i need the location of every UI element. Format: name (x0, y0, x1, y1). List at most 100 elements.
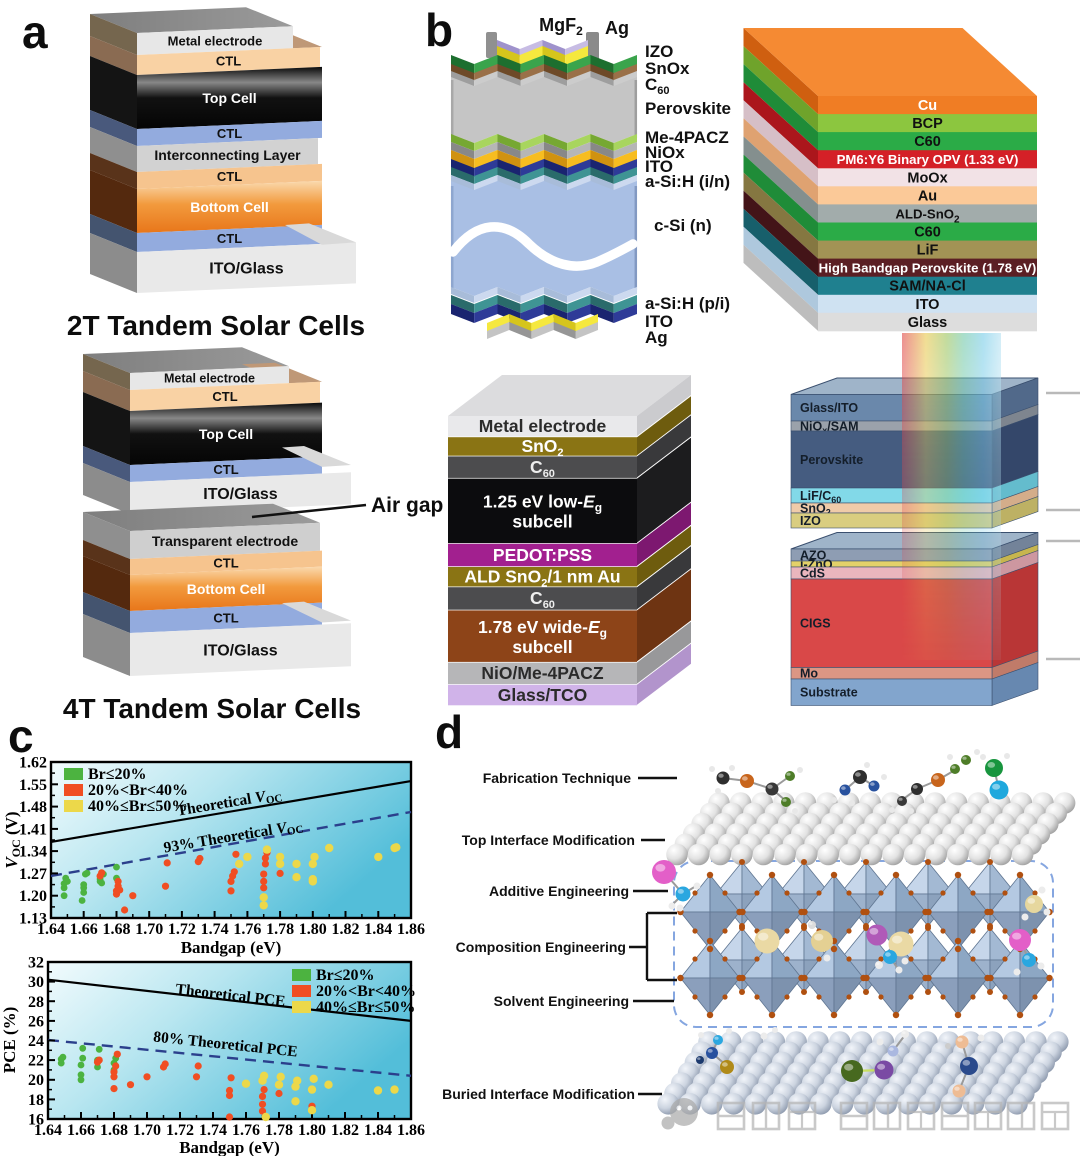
svg-text:Bottom Cell: Bottom Cell (190, 199, 269, 215)
svg-text:Perovskite: Perovskite (800, 453, 863, 467)
svg-text:1.34: 1.34 (19, 844, 47, 861)
svg-text:Air gap: Air gap (371, 494, 443, 517)
svg-text:C60: C60 (645, 75, 670, 97)
svg-text:1.20: 1.20 (19, 888, 47, 905)
svg-text:subcell: subcell (512, 637, 572, 657)
svg-text:1.78: 1.78 (265, 1122, 293, 1139)
svg-text:CTL: CTL (212, 389, 237, 404)
svg-text:1.66: 1.66 (67, 1122, 95, 1139)
svg-text:a: a (22, 6, 48, 58)
svg-text:18: 18 (28, 1092, 44, 1109)
svg-text:Me-4PACZ: Me-4PACZ (645, 128, 729, 147)
svg-text:1.66: 1.66 (70, 921, 98, 938)
svg-text:1.68: 1.68 (100, 1122, 128, 1139)
svg-text:1.76: 1.76 (232, 1122, 260, 1139)
svg-text:1.82: 1.82 (331, 1122, 359, 1139)
svg-text:Glass/TCO: Glass/TCO (498, 685, 587, 705)
svg-text:Top Interface Modification: Top Interface Modification (462, 832, 635, 848)
svg-text:16: 16 (28, 1112, 44, 1129)
svg-text:NiO/Me-4PACZ: NiO/Me-4PACZ (481, 663, 603, 683)
svg-text:Additive Engineering: Additive Engineering (489, 883, 629, 899)
svg-text:High Bandgap Perovskite (1.78: High Bandgap Perovskite (1.78 eV) (819, 261, 1037, 276)
svg-text:26: 26 (28, 1013, 44, 1030)
svg-text:1.74: 1.74 (199, 1122, 227, 1139)
svg-text:NiOx: NiOx (645, 143, 685, 162)
svg-text:PEDOT:PSS: PEDOT:PSS (493, 545, 592, 565)
svg-text:ITO/Glass: ITO/Glass (203, 486, 278, 503)
svg-text:PM6:Y6 Binary OPV (1.33 eV): PM6:Y6 Binary OPV (1.33 eV) (837, 152, 1019, 167)
svg-text:CTL: CTL (213, 462, 238, 477)
svg-text:20%<Br<40%: 20%<Br<40% (88, 782, 188, 799)
svg-text:CIGS: CIGS (800, 617, 831, 631)
svg-text:VOC (V): VOC (V) (2, 811, 23, 868)
svg-text:c-Si (n): c-Si (n) (654, 216, 712, 235)
svg-text:1.80: 1.80 (299, 921, 327, 938)
svg-text:b: b (425, 4, 453, 56)
svg-text:BCP: BCP (912, 116, 943, 132)
svg-text:1.27: 1.27 (19, 866, 47, 883)
svg-text:Br≤20%: Br≤20% (88, 766, 147, 783)
svg-text:d: d (435, 706, 463, 758)
svg-text:1.78 eV wide-Eg: 1.78 eV wide-Eg (478, 617, 607, 640)
svg-text:Metal electrode: Metal electrode (479, 416, 607, 436)
svg-text:1.86: 1.86 (397, 921, 425, 938)
svg-text:C60: C60 (914, 225, 941, 241)
svg-text:1.72: 1.72 (166, 1122, 194, 1139)
svg-text:40%≤Br≤50%: 40%≤Br≤50% (88, 798, 187, 815)
svg-text:AZO: AZO (800, 548, 827, 562)
svg-text:1.82: 1.82 (332, 921, 360, 938)
svg-text:1.13: 1.13 (19, 911, 47, 928)
svg-text:ALD SnO2/1 nm Au: ALD SnO2/1 nm Au (464, 567, 620, 590)
svg-text:1.72: 1.72 (168, 921, 196, 938)
svg-text:Interconnecting Layer: Interconnecting Layer (154, 147, 301, 163)
svg-text:40%≤Br≤50%: 40%≤Br≤50% (316, 999, 415, 1016)
svg-text:Solvent Engineering: Solvent Engineering (494, 993, 629, 1009)
svg-text:LiF: LiF (917, 243, 939, 259)
svg-text:IZO: IZO (800, 514, 821, 528)
svg-text:1.48: 1.48 (19, 799, 47, 816)
svg-text:subcell: subcell (512, 512, 572, 532)
svg-text:ITO/Glass: ITO/Glass (203, 642, 278, 659)
svg-text:SnO2: SnO2 (521, 436, 563, 459)
svg-text:1.74: 1.74 (201, 921, 229, 938)
svg-text:1.68: 1.68 (103, 921, 131, 938)
svg-text:Composition Engineering: Composition Engineering (456, 939, 626, 955)
svg-text:Ag: Ag (645, 328, 668, 347)
svg-text:Glass: Glass (908, 315, 948, 331)
svg-text:2T Tandem Solar Cells: 2T Tandem Solar Cells (67, 310, 365, 341)
svg-text:CTL: CTL (213, 611, 238, 626)
svg-text:Substrate: Substrate (800, 686, 858, 700)
svg-text:CTL: CTL (217, 126, 242, 141)
svg-text:Bandgap (eV): Bandgap (eV) (179, 1138, 280, 1156)
svg-text:1.41: 1.41 (19, 821, 47, 838)
svg-text:ALD-SnO2: ALD-SnO2 (895, 207, 960, 226)
svg-text:C60: C60 (914, 134, 941, 150)
svg-text:1.70: 1.70 (133, 1122, 161, 1139)
svg-text:Metal electrode: Metal electrode (168, 33, 263, 48)
svg-text:1.55: 1.55 (19, 777, 47, 794)
svg-text:1.84: 1.84 (364, 1122, 392, 1139)
svg-text:1.80: 1.80 (298, 1122, 326, 1139)
svg-text:SnOx: SnOx (645, 59, 690, 78)
svg-text:4T Tandem Solar Cells: 4T Tandem Solar Cells (63, 693, 361, 724)
svg-text:Br≤20%: Br≤20% (316, 967, 375, 984)
svg-text:CTL: CTL (217, 231, 242, 246)
svg-text:Metal electrode: Metal electrode (164, 372, 255, 386)
svg-text:Cu: Cu (918, 98, 937, 114)
svg-text:Au: Au (918, 188, 937, 204)
svg-text:Glass/ITO: Glass/ITO (800, 401, 858, 415)
svg-text:Top Cell: Top Cell (202, 90, 256, 106)
svg-text:ITO: ITO (645, 312, 673, 331)
svg-text:a-Si:H (i/n): a-Si:H (i/n) (645, 172, 730, 191)
svg-text:20%<Br<40%: 20%<Br<40% (316, 983, 416, 1000)
svg-text:1.76: 1.76 (233, 921, 261, 938)
svg-text:20: 20 (28, 1072, 44, 1089)
svg-text:Bandgap (eV): Bandgap (eV) (181, 938, 282, 957)
svg-text:Fabrication Technique: Fabrication Technique (483, 770, 632, 786)
svg-text:30: 30 (28, 974, 44, 991)
svg-text:a-Si:H (p/i): a-Si:H (p/i) (645, 294, 730, 313)
svg-text:1.86: 1.86 (397, 1122, 425, 1139)
svg-text:Top Cell: Top Cell (199, 426, 253, 442)
svg-text:ITO: ITO (645, 157, 673, 176)
svg-text:CTL: CTL (216, 54, 241, 69)
